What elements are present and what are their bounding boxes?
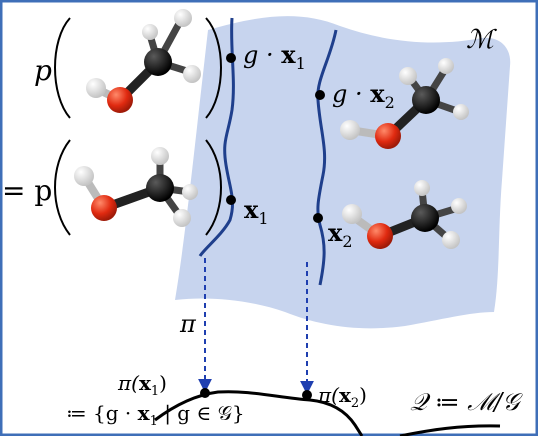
paren-open-2	[54, 139, 71, 236]
paren-close-2	[205, 139, 222, 236]
orbit-definition: ≔ {g · x1 | g ∈ 𝒢}	[66, 401, 245, 429]
methanol-molecule-1	[86, 9, 201, 113]
point-pix1	[200, 388, 210, 398]
gx1-label: g · x1	[243, 40, 306, 73]
point-gx2	[315, 90, 325, 100]
methanol-molecule-2	[74, 147, 198, 227]
x2-label: x2	[328, 218, 353, 251]
pi-label: π	[179, 310, 197, 338]
orbit-curve-x2	[316, 29, 338, 286]
p-label-1: p	[34, 54, 52, 87]
paren-close-1	[205, 17, 222, 119]
pi-x2-label: π(x2)	[317, 383, 367, 411]
point-pix2	[302, 390, 312, 400]
methanol-molecule-4	[342, 180, 467, 249]
manifold-surface	[175, 16, 511, 329]
gx2-label: g · x2	[332, 79, 395, 112]
manifold-label: ℳ	[466, 25, 497, 55]
x1-label: x1	[244, 195, 269, 228]
orbit-curve-x1	[198, 17, 235, 257]
point-gx1	[226, 53, 236, 63]
point-x1	[226, 195, 236, 205]
quotient-curve	[154, 390, 364, 436]
quotient-curve-tail	[399, 424, 501, 436]
quotient-label: 𝒬 ≔ ℳ/𝒢	[410, 388, 523, 416]
paren-open-1	[54, 17, 71, 119]
pi-x1-label: π(x1)	[117, 371, 167, 399]
methanol-molecule-3	[340, 58, 469, 149]
p-label-2: = p	[2, 174, 52, 207]
point-x2	[313, 213, 323, 223]
